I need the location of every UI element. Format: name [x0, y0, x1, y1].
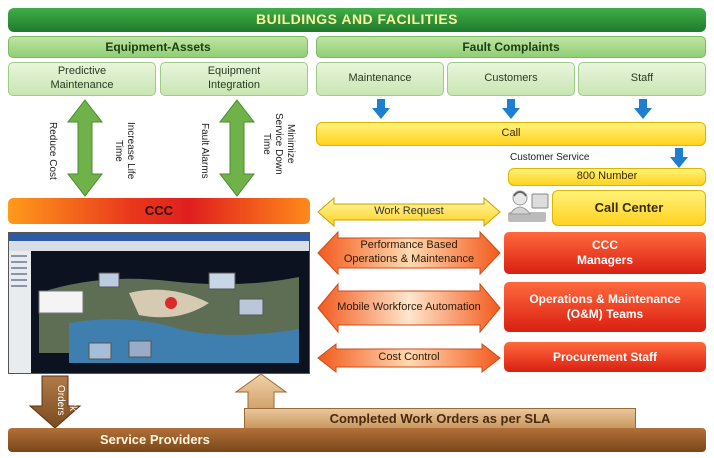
mobile-workforce-label: Mobile Workforce Automation: [337, 301, 481, 314]
customers-label: Customers: [484, 72, 538, 85]
blue-down-arrow-maintenance: [372, 99, 390, 119]
work-orders-label: Work Orders: [55, 384, 78, 416]
header-bar: BUILDINGS AND FACILITIES: [8, 8, 706, 32]
increase-life-time-label: Increase Life Time: [113, 122, 136, 180]
work-orders-down-arrow: [28, 375, 82, 429]
green-double-arrow-left: [66, 99, 104, 197]
customer-service-label: Customer Service: [510, 152, 590, 163]
om-teams-label: Operations & Maintenance (O&M) Teams: [529, 292, 681, 321]
call-bar: Call: [316, 122, 706, 146]
service-providers-label: Service Providers: [100, 431, 210, 447]
fault-complaints-header: Fault Complaints: [316, 36, 706, 58]
minimize-service-label: Minimize Service Down Time: [261, 113, 296, 175]
equipment-integration-box: Equipment Integration: [160, 62, 308, 96]
cost-control-label: Cost Control: [378, 351, 440, 364]
fault-complaints-title: Fault Complaints: [462, 39, 560, 54]
work-request-label: Work Request: [374, 205, 444, 218]
equipment-integration-label: Equipment Integration: [207, 65, 261, 91]
mobile-workforce-arrow: [317, 282, 501, 334]
service-providers-bar: Service Providers: [8, 428, 706, 452]
number-800-label: 800 Number: [576, 170, 638, 183]
blue-down-arrow-customers: [502, 99, 520, 119]
performance-based-label: Performance Based Operations & Maintenan…: [343, 239, 475, 265]
call-center-label: Call Center: [594, 199, 664, 215]
predictive-maintenance-label: Predictive Maintenance: [50, 65, 114, 91]
header-title: BUILDINGS AND FACILITIES: [255, 11, 459, 28]
staff-label: Staff: [630, 72, 654, 85]
customers-box: Customers: [447, 62, 575, 96]
ccc-managers-box: CCC Managers: [504, 232, 706, 274]
cost-control-arrow: [317, 342, 501, 374]
call-center-box: Call Center: [552, 190, 706, 226]
maintenance-box: Maintenance: [316, 62, 444, 96]
service-desk-map-image: [9, 233, 309, 373]
fault-alarms-label: Fault Alarms: [199, 123, 210, 179]
procurement-staff-label: Procurement Staff: [552, 349, 658, 364]
blue-down-arrow-staff: [634, 99, 652, 119]
work-request-arrow: [317, 196, 501, 228]
maintenance-label: Maintenance: [348, 72, 412, 85]
ccc-bar: CCC: [8, 198, 310, 224]
ccc-managers-label: CCC Managers: [576, 238, 634, 267]
completed-work-orders-label: Completed Work Orders as per SLA: [329, 410, 551, 426]
completed-up-arrow: [234, 373, 288, 411]
equipment-assets-title: Equipment-Assets: [105, 39, 211, 54]
performance-based-arrow: [317, 230, 501, 276]
ccc-label: CCC: [144, 202, 174, 218]
reduce-cost-label: Reduce Cost: [47, 122, 58, 180]
green-double-arrow-right: [218, 99, 256, 197]
predictive-maintenance-box: Predictive Maintenance: [8, 62, 156, 96]
om-teams-box: Operations & Maintenance (O&M) Teams: [504, 282, 706, 332]
call-center-agent-icon: [508, 190, 549, 222]
call-label: Call: [501, 127, 521, 140]
equipment-assets-header: Equipment-Assets: [8, 36, 308, 58]
staff-box: Staff: [578, 62, 706, 96]
procurement-staff-box: Procurement Staff: [504, 342, 706, 372]
completed-work-orders-bar: Completed Work Orders as per SLA: [244, 408, 636, 430]
service-desk-screenshot: [8, 232, 310, 374]
blue-down-arrow-call: [670, 148, 688, 168]
number-800-box: 800 Number: [508, 168, 706, 186]
